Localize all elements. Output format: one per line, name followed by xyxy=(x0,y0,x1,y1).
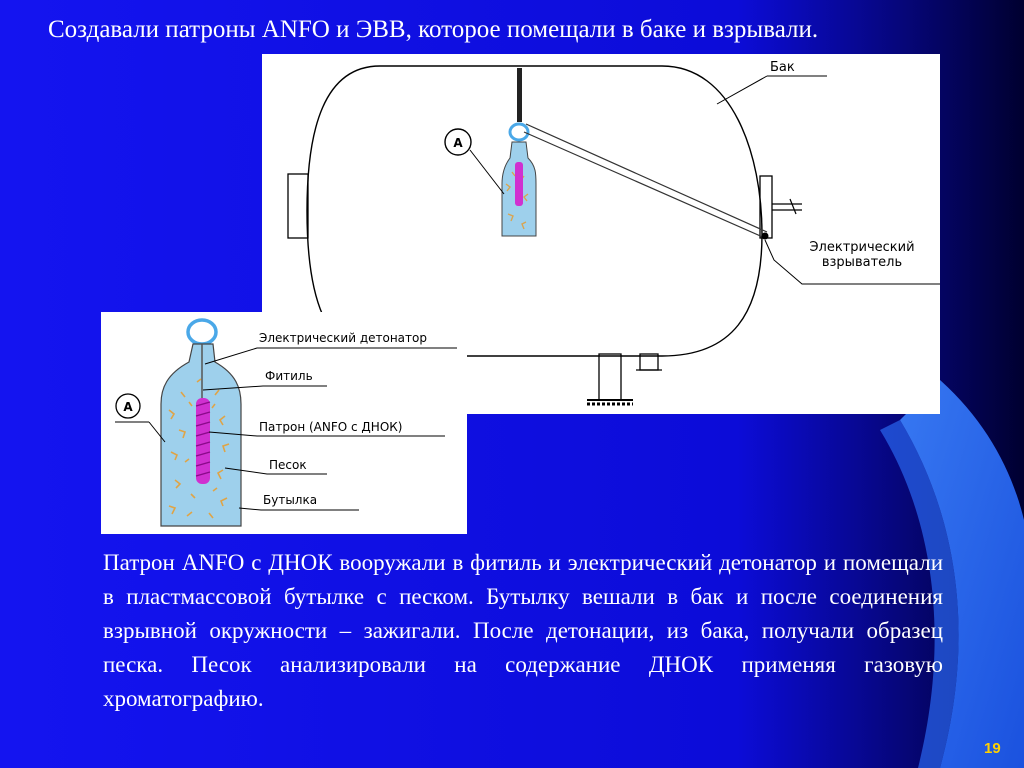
cartridge-coil xyxy=(195,398,211,484)
bottle-marker-a-text: A xyxy=(123,400,133,414)
fuse-leader xyxy=(202,385,327,391)
sand-leader xyxy=(224,467,327,475)
page-number: 19 xyxy=(984,740,1001,757)
igniter-label: Электрический взрыватель xyxy=(792,240,932,270)
igniter-point xyxy=(761,232,769,240)
bottle-drawing: A xyxy=(115,318,457,527)
tank-drawing: A xyxy=(287,65,940,406)
slide-body-text: Патрон ANFO с ДНОК вооружали в фитиль и … xyxy=(103,550,943,711)
support-leg xyxy=(598,353,622,401)
tank-outline xyxy=(306,65,763,357)
tank-label: Бак xyxy=(770,60,795,75)
slide-title: Создавали патроны ANFO и ЭВВ, которое по… xyxy=(48,16,819,43)
detonator-label: Электрический детонатор xyxy=(259,331,427,345)
marker-a-circle xyxy=(444,128,472,156)
suspension-rod xyxy=(517,68,522,122)
suspension-ring xyxy=(508,122,530,142)
decorative-wave-shape xyxy=(900,380,1024,768)
cartridge-label: Патрон (ANFO с ДНОК) xyxy=(259,420,403,434)
tank-label-leader xyxy=(716,75,768,105)
left-flange xyxy=(287,173,309,239)
sand-texture xyxy=(168,378,230,519)
sand-label: Песок xyxy=(269,458,307,472)
bottle-ring xyxy=(186,318,218,346)
marker-a-text: A xyxy=(453,136,463,150)
cartridge-leader xyxy=(208,431,445,437)
bottle-leader xyxy=(238,507,359,511)
igniter-label-line2: взрыватель xyxy=(821,255,903,270)
bottle-marker-a-circle xyxy=(115,393,141,419)
small-cartridge xyxy=(515,162,523,206)
fuse-label: Фитиль xyxy=(265,369,313,383)
detonator-leader xyxy=(204,347,457,365)
bottle-label: Бутылка xyxy=(263,493,318,507)
igniter-label-leader xyxy=(764,239,940,285)
igniter-wire xyxy=(523,123,768,239)
bottle-diagram: A Электрический детонатор Фитиль Патрон … xyxy=(101,312,467,534)
igniter-label-line1: Электрический xyxy=(809,240,915,255)
